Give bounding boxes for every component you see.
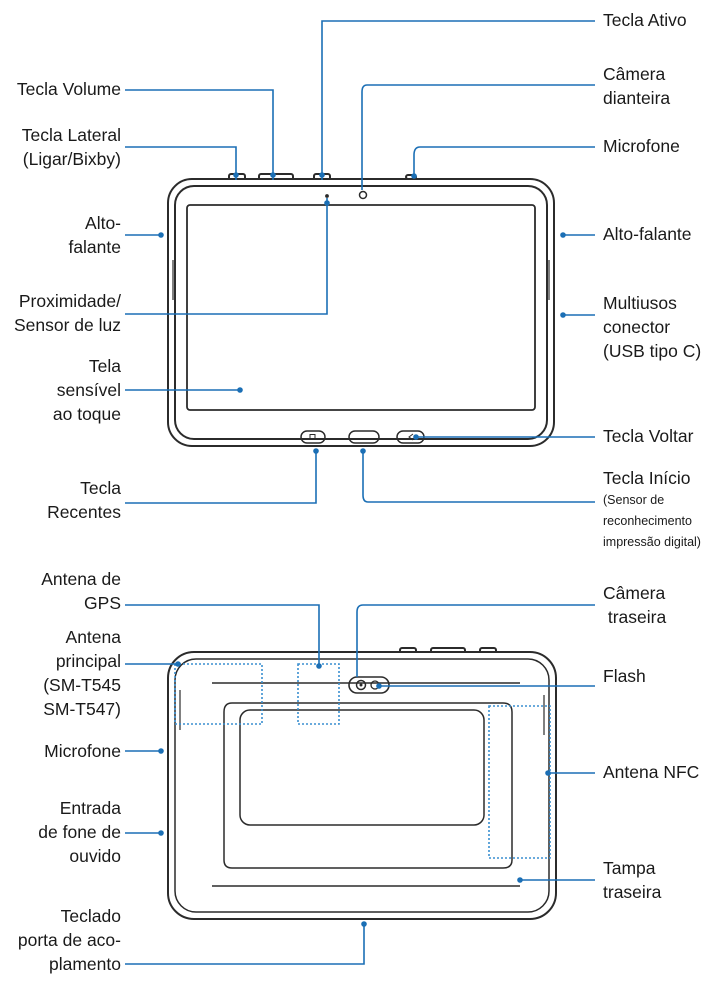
back-device	[167, 647, 557, 920]
label-antena-nfc: Antena NFC	[603, 762, 700, 782]
label-tela: Tela sensível ao toque	[52, 356, 121, 424]
label-tecla-ativo: Tecla Ativo	[603, 10, 687, 30]
label-tecla-recentes: Tecla Recentes	[47, 478, 121, 522]
recent-key	[300, 430, 326, 444]
label-camera-dianteira: Câmera dianteira	[603, 64, 671, 108]
label-antena-principal: Antena principal (SM-T545 SM-T547)	[43, 627, 121, 719]
label-teclado: Teclado porta de aco- plamento	[17, 906, 121, 974]
label-antena-gps: Antena de GPS	[41, 569, 121, 613]
label-alto-falante-left: Alto- falante	[68, 213, 121, 257]
back-body	[167, 651, 557, 920]
front-bezel	[174, 185, 548, 440]
leader-lines	[125, 20, 595, 965]
rear-camera	[355, 679, 367, 691]
leader-dots	[158, 172, 566, 927]
recent-glyph	[309, 434, 316, 440]
back-glyph	[408, 433, 414, 441]
label-alto-falante-right: Alto-falante	[603, 224, 692, 244]
front-device	[167, 173, 555, 447]
label-entrada-fone: Entrada de fone de ouvido	[38, 798, 121, 866]
front-body	[167, 178, 555, 447]
front-screen	[186, 204, 536, 411]
front-camera	[358, 190, 368, 200]
label-proximidade: Proximidade/ Sensor de luz	[13, 291, 121, 335]
label-microfone-front: Microfone	[603, 136, 680, 156]
back-inner	[174, 658, 550, 913]
label-multiusos: Multiusos conector (USB tipo C)	[603, 293, 702, 361]
proximity-sensor	[325, 194, 329, 198]
label-tecla-lateral: Tecla Lateral (Ligar/Bixby)	[21, 125, 121, 169]
label-microfone-back: Microfone	[44, 741, 121, 761]
front-key-glyphs	[309, 433, 414, 441]
label-tampa: Tampa traseira	[603, 858, 662, 902]
label-flash: Flash	[603, 666, 646, 686]
rear-camera-module	[348, 676, 390, 694]
nfc-antenna-zone	[488, 705, 551, 859]
label-tecla-volume: Tecla Volume	[16, 79, 121, 99]
label-tecla-inicio: Tecla Início (Sensor de reconhecimento i…	[603, 468, 701, 549]
rear-cover-outline	[223, 702, 513, 869]
label-tecla-voltar: Tecla Voltar	[603, 426, 694, 446]
main-antenna-zone	[174, 663, 263, 725]
rear-cover-label-area	[239, 709, 485, 826]
home-key	[348, 430, 380, 444]
label-camera-traseira: Câmera traseira	[603, 583, 667, 627]
